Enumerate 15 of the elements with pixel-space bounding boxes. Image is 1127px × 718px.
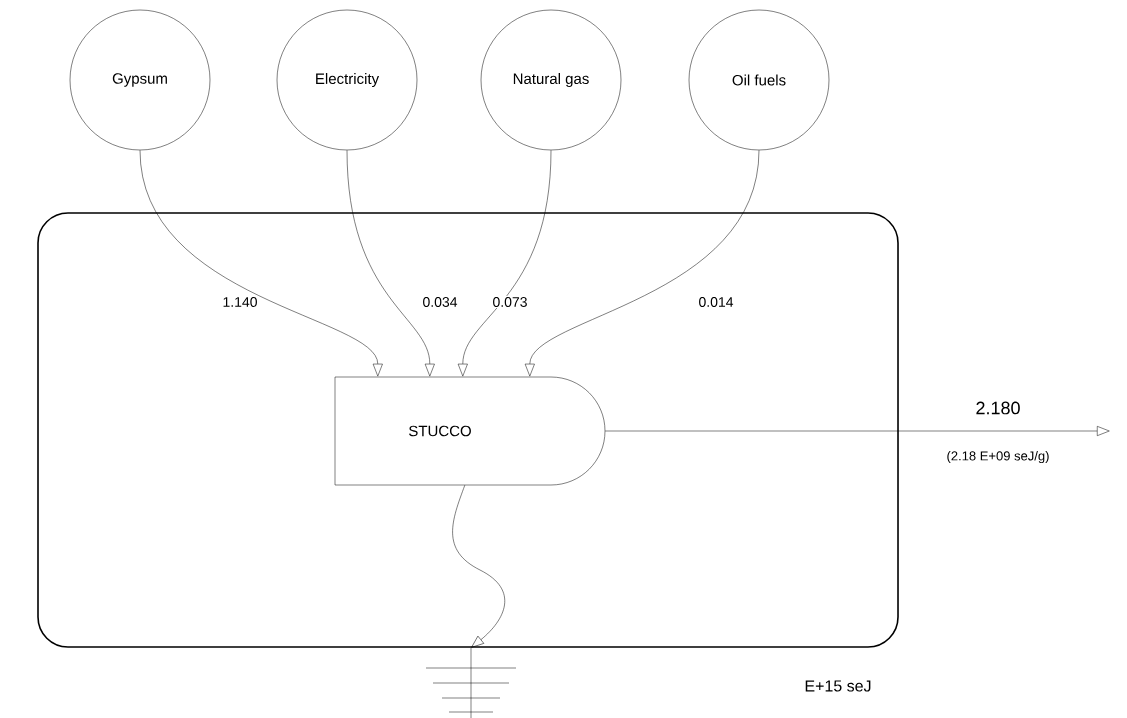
edge-label: 0.034 bbox=[421, 296, 459, 308]
arrow bbox=[346, 150, 435, 377]
heat-sink-symbol bbox=[425, 647, 517, 718]
note-label: (2.18 E+09 seJ/g) bbox=[947, 450, 1049, 464]
system-boundary bbox=[37, 212, 899, 648]
edge-label: 0.073 bbox=[491, 296, 529, 308]
arrow bbox=[139, 150, 383, 377]
arrow bbox=[452, 484, 505, 648]
edge-label: 0.014 bbox=[697, 296, 735, 308]
arrow bbox=[604, 426, 1110, 436]
arrow bbox=[524, 150, 760, 377]
edge-label: 1.140 bbox=[221, 296, 259, 308]
edge-label: 2.180 bbox=[974, 400, 1022, 416]
arrow bbox=[457, 150, 552, 377]
note-label: E+15 seJ bbox=[805, 680, 871, 692]
